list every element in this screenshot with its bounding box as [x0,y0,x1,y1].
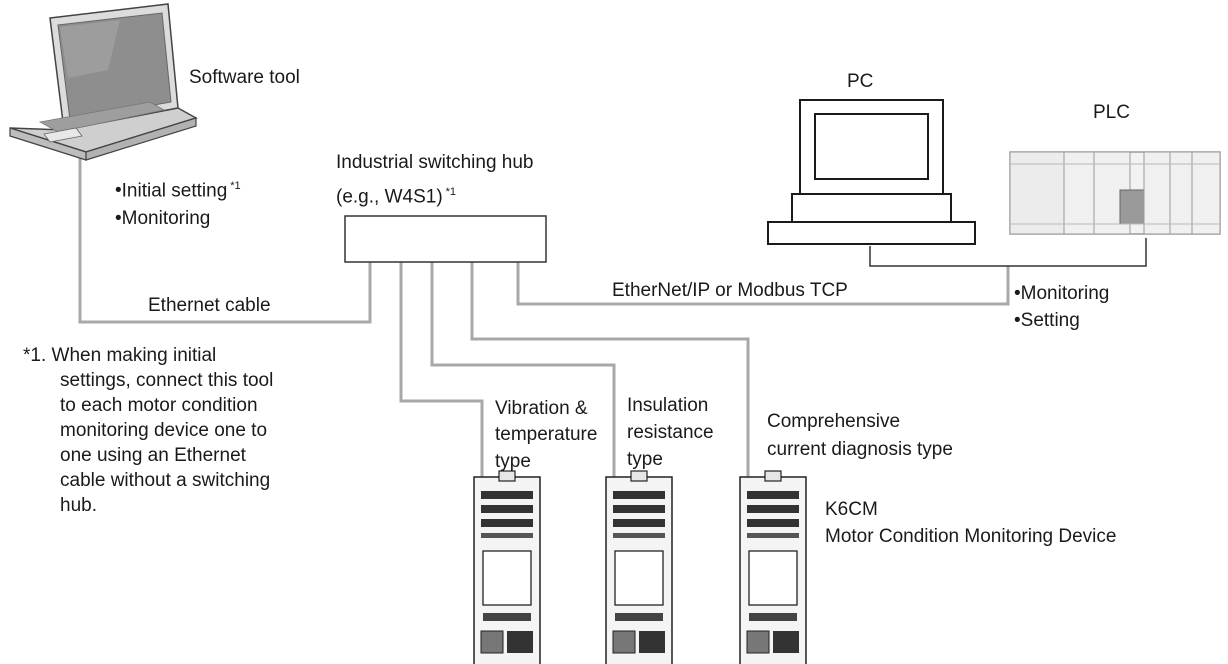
insulation-type-line1: Insulation [627,395,709,416]
k6cm-vibration-device [473,470,541,664]
laptop-icon [9,3,198,161]
device-model: K6CM [825,499,878,520]
software-tool-bullet-monitoring: Monitoring [115,207,211,231]
hub-title-line1: Industrial switching hub [336,152,534,173]
host-function-monitoring: Monitoring [1014,282,1110,306]
device-name: Motor Condition Monitoring Device [825,526,1117,547]
laptop-to-hub-cable [78,156,372,324]
vibration-type-line1: Vibration & [495,398,588,419]
software-tool-bullet-initial-setting: Initial setting*1 [115,174,241,203]
software-tool-title: Software tool [189,67,300,88]
current-type-line2: current diagnosis type [767,439,953,460]
footnote-line-7: hub. [60,495,97,516]
plc-label: PLC [1093,102,1130,123]
hub-to-host-cable [516,262,1010,306]
hub-to-vibration-cable [399,262,484,535]
host-bracket [869,238,1147,267]
cables [78,156,1010,535]
footnote-line-2: settings, connect this tool [60,370,274,391]
vibration-type-line3: type [495,451,531,472]
footnote-line-1: *1. When making initial [23,345,217,366]
footnote-line-4: monitoring device one to [60,420,268,441]
footnote-line-3: to each motor condition [60,395,258,416]
footnote-line-5: one using an Ethernet [60,445,246,466]
vibration-type-line2: temperature [495,424,598,445]
pc-icon [767,99,976,245]
ethernet-cable-label: Ethernet cable [148,295,271,316]
plc-icon [1009,151,1221,235]
current-type-line1: Comprehensive [767,411,901,432]
hub-to-current-cable [470,262,750,535]
insulation-type-line2: resistance [627,422,714,443]
insulation-type-line3: type [627,449,663,470]
hub-title-line2: (e.g., W4S1)*1 [336,186,457,208]
footnote-line-6: cable without a switching [60,470,271,491]
switching-hub-box [344,215,547,263]
hub-to-insulation-cable [430,262,616,535]
protocol-label: EtherNet/IP or Modbus TCP [612,280,848,301]
k6cm-current-device [739,470,807,664]
pc-label: PC [847,71,874,92]
k6cm-insulation-device [605,470,673,664]
host-function-setting: Setting [1014,309,1080,333]
